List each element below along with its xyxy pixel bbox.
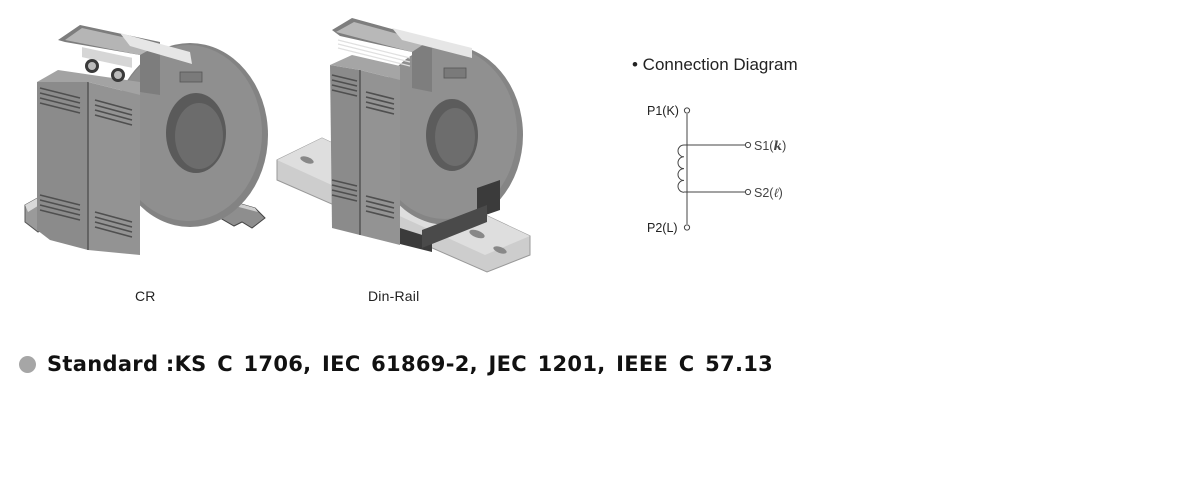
terminal-p2-label: P2(L) [647, 221, 678, 235]
bullet-dot-icon [19, 355, 36, 373]
standard-label: Standard : [47, 352, 175, 376]
current-transformer-din-rail-icon [276, 18, 531, 273]
product-caption-cr: CR [135, 288, 156, 304]
connection-diagram-title: • Connection Diagram [632, 55, 798, 74]
product-image-cr [20, 0, 270, 262]
connection-diagram: P1(K) P2(L) S1(k) S2(ℓ) [640, 95, 810, 250]
standard-line: Standard : KS C 1706, IEC 61869-2, JEC 1… [19, 352, 773, 376]
terminal-p1-label: P1(K) [647, 104, 679, 118]
current-transformer-cr-icon [24, 25, 268, 255]
terminal-s2-label: S2(ℓ) [754, 185, 783, 200]
transformer-coil-icon: P1(K) P2(L) S1(k) S2(ℓ) [647, 104, 786, 235]
terminal-s1-label: S1(k) [754, 138, 786, 153]
product-caption-din-rail: Din-Rail [368, 288, 420, 304]
standard-value: KS C 1706, IEC 61869-2, JEC 1201, IEEE C… [174, 352, 774, 376]
product-image-din-rail [272, 0, 532, 276]
